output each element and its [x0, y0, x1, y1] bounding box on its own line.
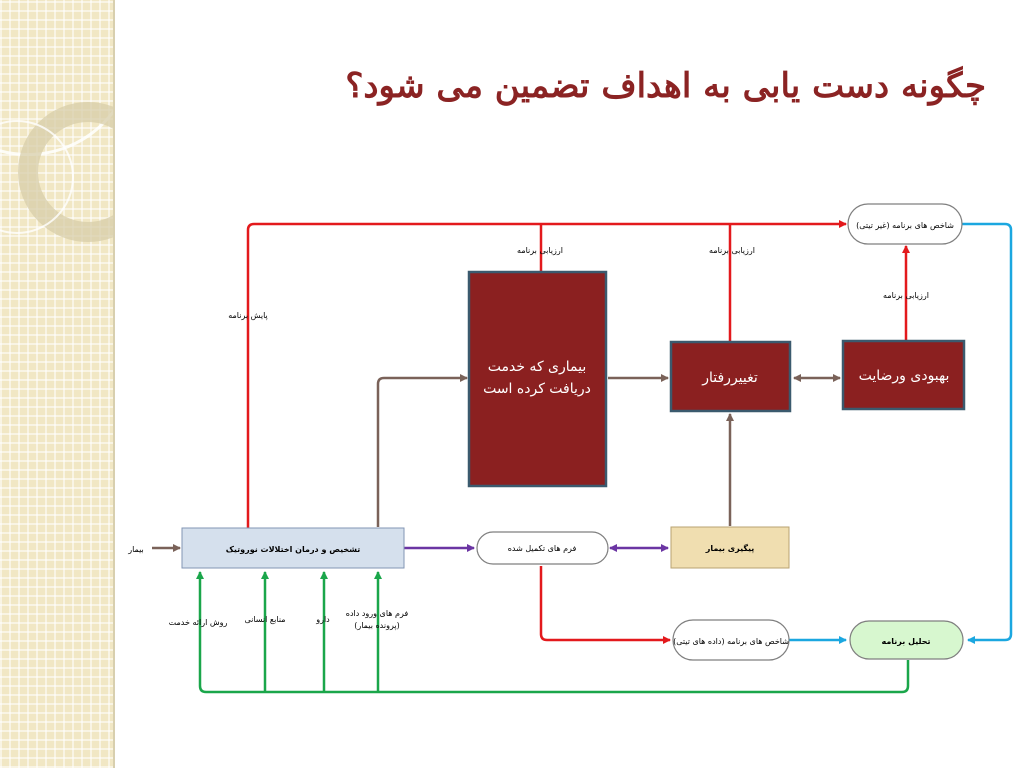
arrow-analysis-feedback [196, 571, 910, 694]
program-analysis-label: تحلیل برنامه [881, 637, 930, 646]
data-indicators-label: شاخص های برنامه (داده های تیتی) [673, 637, 789, 646]
arrow-diagnosis-to-served-patient [376, 374, 468, 527]
data-indicators-box [672, 619, 790, 661]
diagnosis-box [181, 527, 405, 569]
behavior-change-box [669, 340, 792, 413]
arrow-monitoring-to-indicators [246, 220, 847, 528]
diagnosis-label: تشخیص و درمان اختلالات نوروتیک [226, 545, 361, 555]
program-evaluation-label-2: ارزیابی برنامه [709, 246, 755, 255]
service-method-label: روش ارائه خدمت [169, 618, 228, 627]
nontech-indicators-label: شاخص های برنامه (غیر تیتی) [856, 221, 954, 230]
input-forms-label-line1: فرم های ورود داده [346, 609, 409, 618]
patient-followup-label: پیگیری بیمار [705, 543, 755, 553]
patient-label: بیمار [127, 545, 144, 554]
program-evaluation-label-1: ارزیابی برنامه [517, 246, 563, 255]
completed-forms-box [476, 531, 609, 565]
behavior-change-label: تغییررفتار [701, 370, 758, 386]
improvement-box [841, 339, 966, 411]
served-patient-label-line1: بیماری که خدمت [488, 359, 587, 375]
input-forms-label-line2: (پرونده بیمار) [354, 621, 399, 630]
nontech-indicators-box [847, 203, 963, 245]
served-patient-label-line2: دریافت کرده است [483, 381, 591, 397]
program-monitoring-label: پایش برنامه [228, 311, 268, 320]
completed-forms-label: فرم های تکمیل شده [508, 544, 577, 553]
patient-followup-box [670, 526, 790, 569]
served-patient-box [467, 270, 608, 488]
decorative-sidebar [0, 0, 115, 768]
arrow-nontech-indicators-to-analysis [962, 222, 1013, 644]
drug-label: دارو [315, 615, 330, 624]
slide-title: چگونه دست یابی به اهداف تضمین می شود؟ [345, 66, 986, 106]
human-resources-label: منابع انسانی [244, 615, 285, 624]
program-analysis-box [849, 620, 964, 660]
arrow-forms-to-data-indicators [539, 566, 671, 644]
improvement-label: بهبودی ورضایت [859, 368, 950, 384]
program-evaluation-label-3: ارزیابی برنامه [883, 291, 929, 300]
